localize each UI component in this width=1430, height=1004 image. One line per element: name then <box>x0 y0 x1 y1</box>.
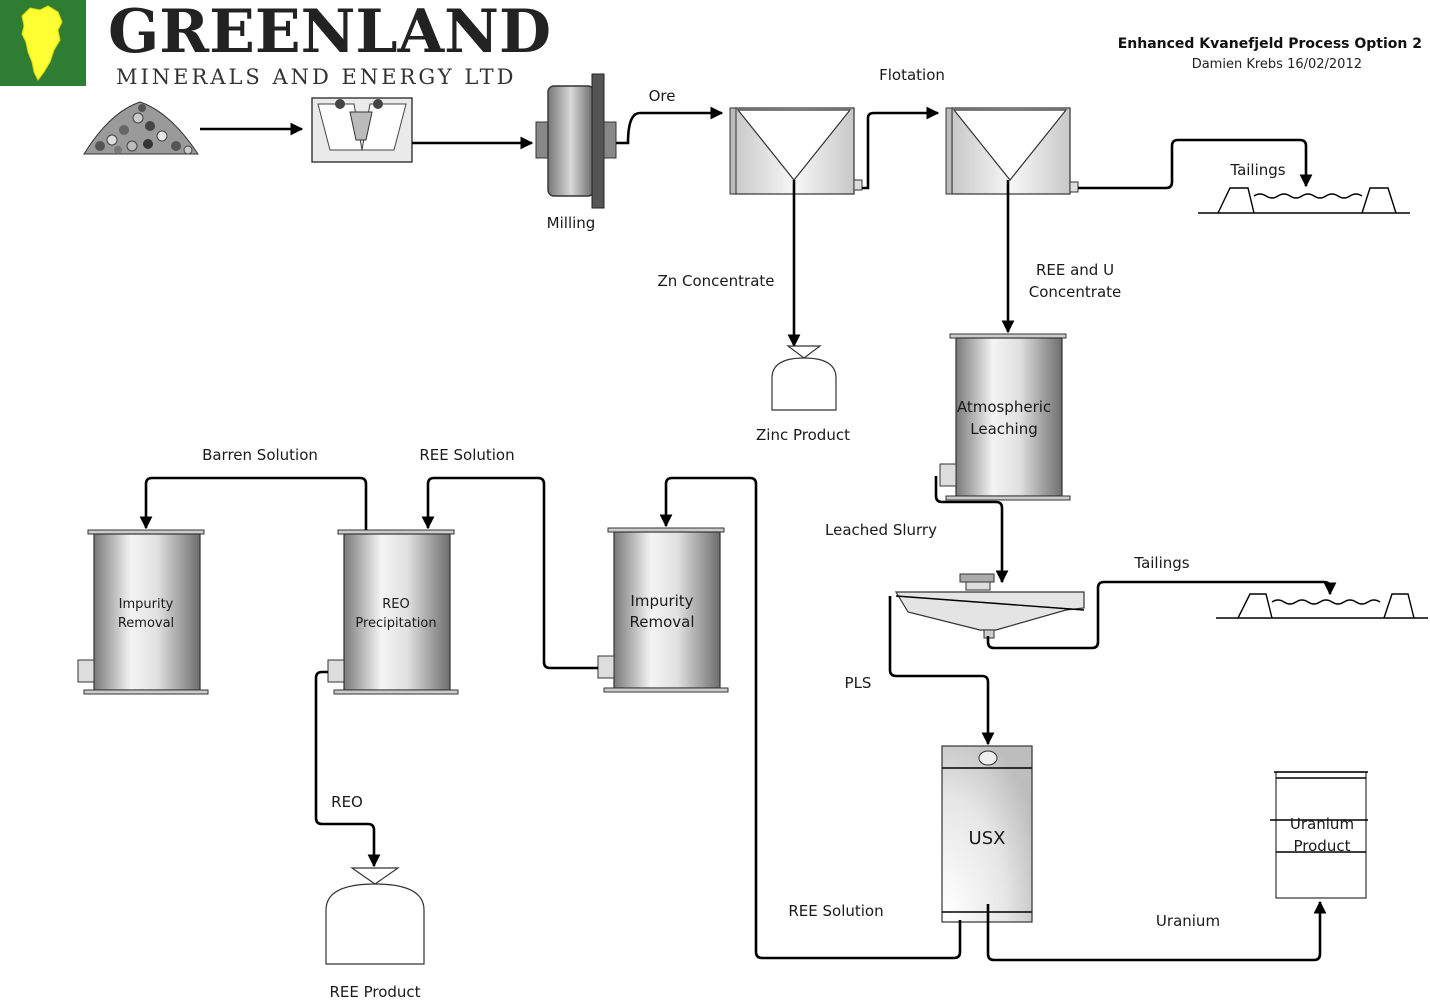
ree-product-bag-icon <box>325 867 425 965</box>
zinc-product-label: Zinc Product <box>756 426 850 444</box>
diagram-title: Enhanced Kvanefjeld Process Option 2 <box>1118 36 1422 52</box>
reo-precipitation-tank <box>327 529 459 695</box>
zinc-product-bag-icon <box>771 345 837 411</box>
atmospheric-leaching-label-line2: Leaching <box>970 420 1037 438</box>
impurity-removal-tank-right <box>597 527 729 693</box>
leached-slurry-line <box>934 476 1009 584</box>
ore-pile-icon <box>83 101 199 155</box>
atmospheric-leaching-tank <box>939 333 1071 501</box>
company-subtitle: MINERALS AND ENERGY LTD <box>116 65 516 89</box>
impurity-removal-tank-left <box>77 529 209 695</box>
ree-u-concentrate-label-line1: REE and U <box>1036 261 1114 279</box>
impurity-removal-right-label-line2: Removal <box>629 613 694 631</box>
tailings-line-top <box>1078 138 1313 190</box>
ree-product-label: REE Product <box>329 983 420 1001</box>
ree-solution-line-top <box>421 476 598 670</box>
ball-mill-icon <box>535 73 617 209</box>
uranium-product-label-line2: Product <box>1294 837 1351 855</box>
flotation-label: Flotation <box>879 66 945 84</box>
crusher-icon <box>311 97 413 163</box>
tailings-dam-icon-bottom <box>1216 593 1428 619</box>
ree-solution-line-bottom <box>659 476 962 960</box>
flotation-transfer-line <box>862 106 940 190</box>
company-name: GREENLAND <box>108 0 551 67</box>
tailings-label-bottom: Tailings <box>1133 554 1189 572</box>
ore-stream-line <box>616 106 724 145</box>
uranium-product-drum <box>1270 771 1368 899</box>
pls-label: PLS <box>845 674 872 692</box>
impurity-removal-right-label-line1: Impurity <box>630 592 693 610</box>
author-line: Damien Krebs 16/02/2012 <box>1192 57 1362 72</box>
uranium-label: Uranium <box>1156 912 1220 930</box>
company-logo <box>0 0 86 86</box>
usx-column <box>941 745 1033 923</box>
reo-precipitation-label-line1: REO <box>382 597 409 612</box>
tailings-dam-icon-top <box>1198 187 1410 214</box>
flotation-cell-1 <box>729 107 863 195</box>
ree-solution-label-bottom: REE Solution <box>788 902 883 920</box>
reo-precipitation-label-line2: Precipitation <box>355 616 436 631</box>
impurity-removal-left-label-line1: Impurity <box>119 597 174 612</box>
usx-label: USX <box>969 828 1006 849</box>
reo-line <box>314 670 381 868</box>
greenland-island-icon <box>21 5 63 81</box>
ree-solution-label-top: REE Solution <box>419 446 514 464</box>
uranium-product-label-line1: Uranium <box>1290 815 1354 833</box>
impurity-removal-left-label-line2: Removal <box>118 616 174 631</box>
tailings-line-bottom <box>986 580 1337 650</box>
reo-label: REO <box>331 793 363 811</box>
barren-solution-label: Barren Solution <box>202 446 318 464</box>
leached-slurry-label: Leached Slurry <box>825 521 937 539</box>
pls-line <box>888 596 995 746</box>
thickener-icon <box>894 573 1085 639</box>
zn-concentrate-label: Zn Concentrate <box>657 272 774 290</box>
uranium-line <box>986 900 1327 962</box>
ree-u-concentrate-label-line2: Concentrate <box>1029 283 1122 301</box>
milling-label: Milling <box>547 214 596 232</box>
atmospheric-leaching-label-line1: Atmospheric <box>957 398 1051 416</box>
flotation-cell-2 <box>945 107 1079 195</box>
barren-solution-line <box>139 476 368 530</box>
tailings-label-top: Tailings <box>1229 161 1285 179</box>
ore-label: Ore <box>649 87 676 105</box>
